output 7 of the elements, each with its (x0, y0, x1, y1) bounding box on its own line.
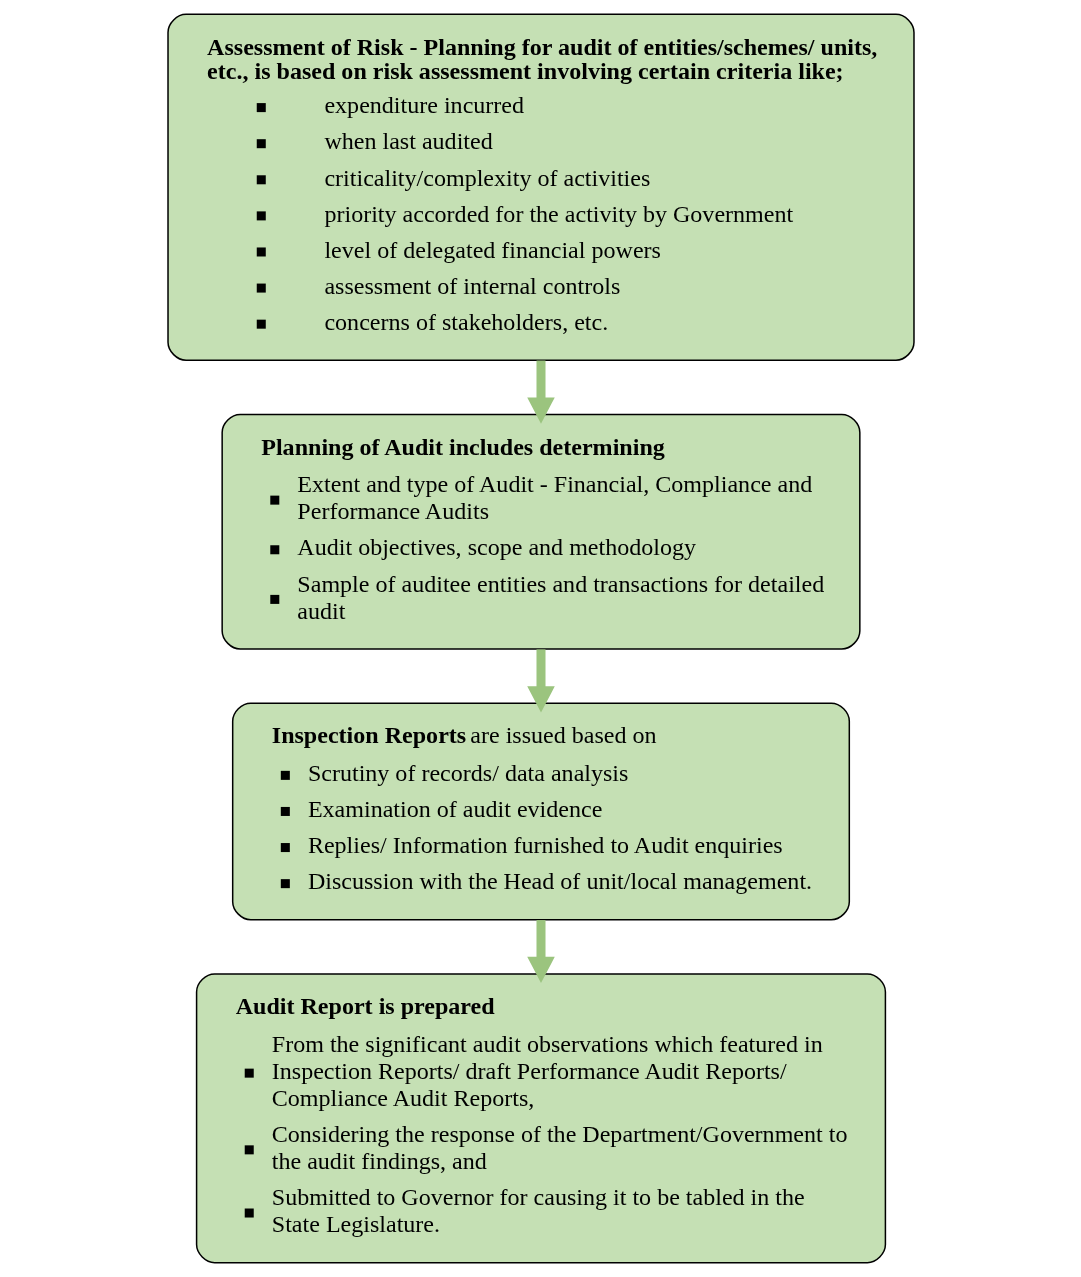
arrow (526, 360, 555, 424)
node-box: Assessment of Risk - Planning for audit of entities/schemes/ units, etc., is based on risk assessment involving certain criteria like; expenditure incurred when last audited criticality/complexity of activities priority accorded for the activity by Government level of delegated financial powers assessment of internal controls concerns of stakeholders, etc. (166, 13, 915, 361)
node-box: Inspection Reports are issued based on Scrutiny of records/ data analysis Examination of audit evidence Replies/ Information furnished to Audit enquiries Discussion with the Head of unit/local management. (231, 702, 850, 921)
node-box: Planning of Audit includes determining Extent and type of Audit - Financial, Compliance and Performance Audits Audit objectives, scope and methodology Sample of auditee entities and transactions for detailed audit (220, 413, 861, 650)
arrow (526, 649, 555, 713)
arrow (526, 920, 555, 984)
node-box: Audit Report is prepared From the significant audit observations which featured in Inspection Reports/ draft Performance Audit Reports/ Compliance Audit Reports, Considering the response of the Department/Government to the audit findings, and Submitted to Governor for causing it to be tabled in the State Legislature. (195, 973, 886, 1264)
